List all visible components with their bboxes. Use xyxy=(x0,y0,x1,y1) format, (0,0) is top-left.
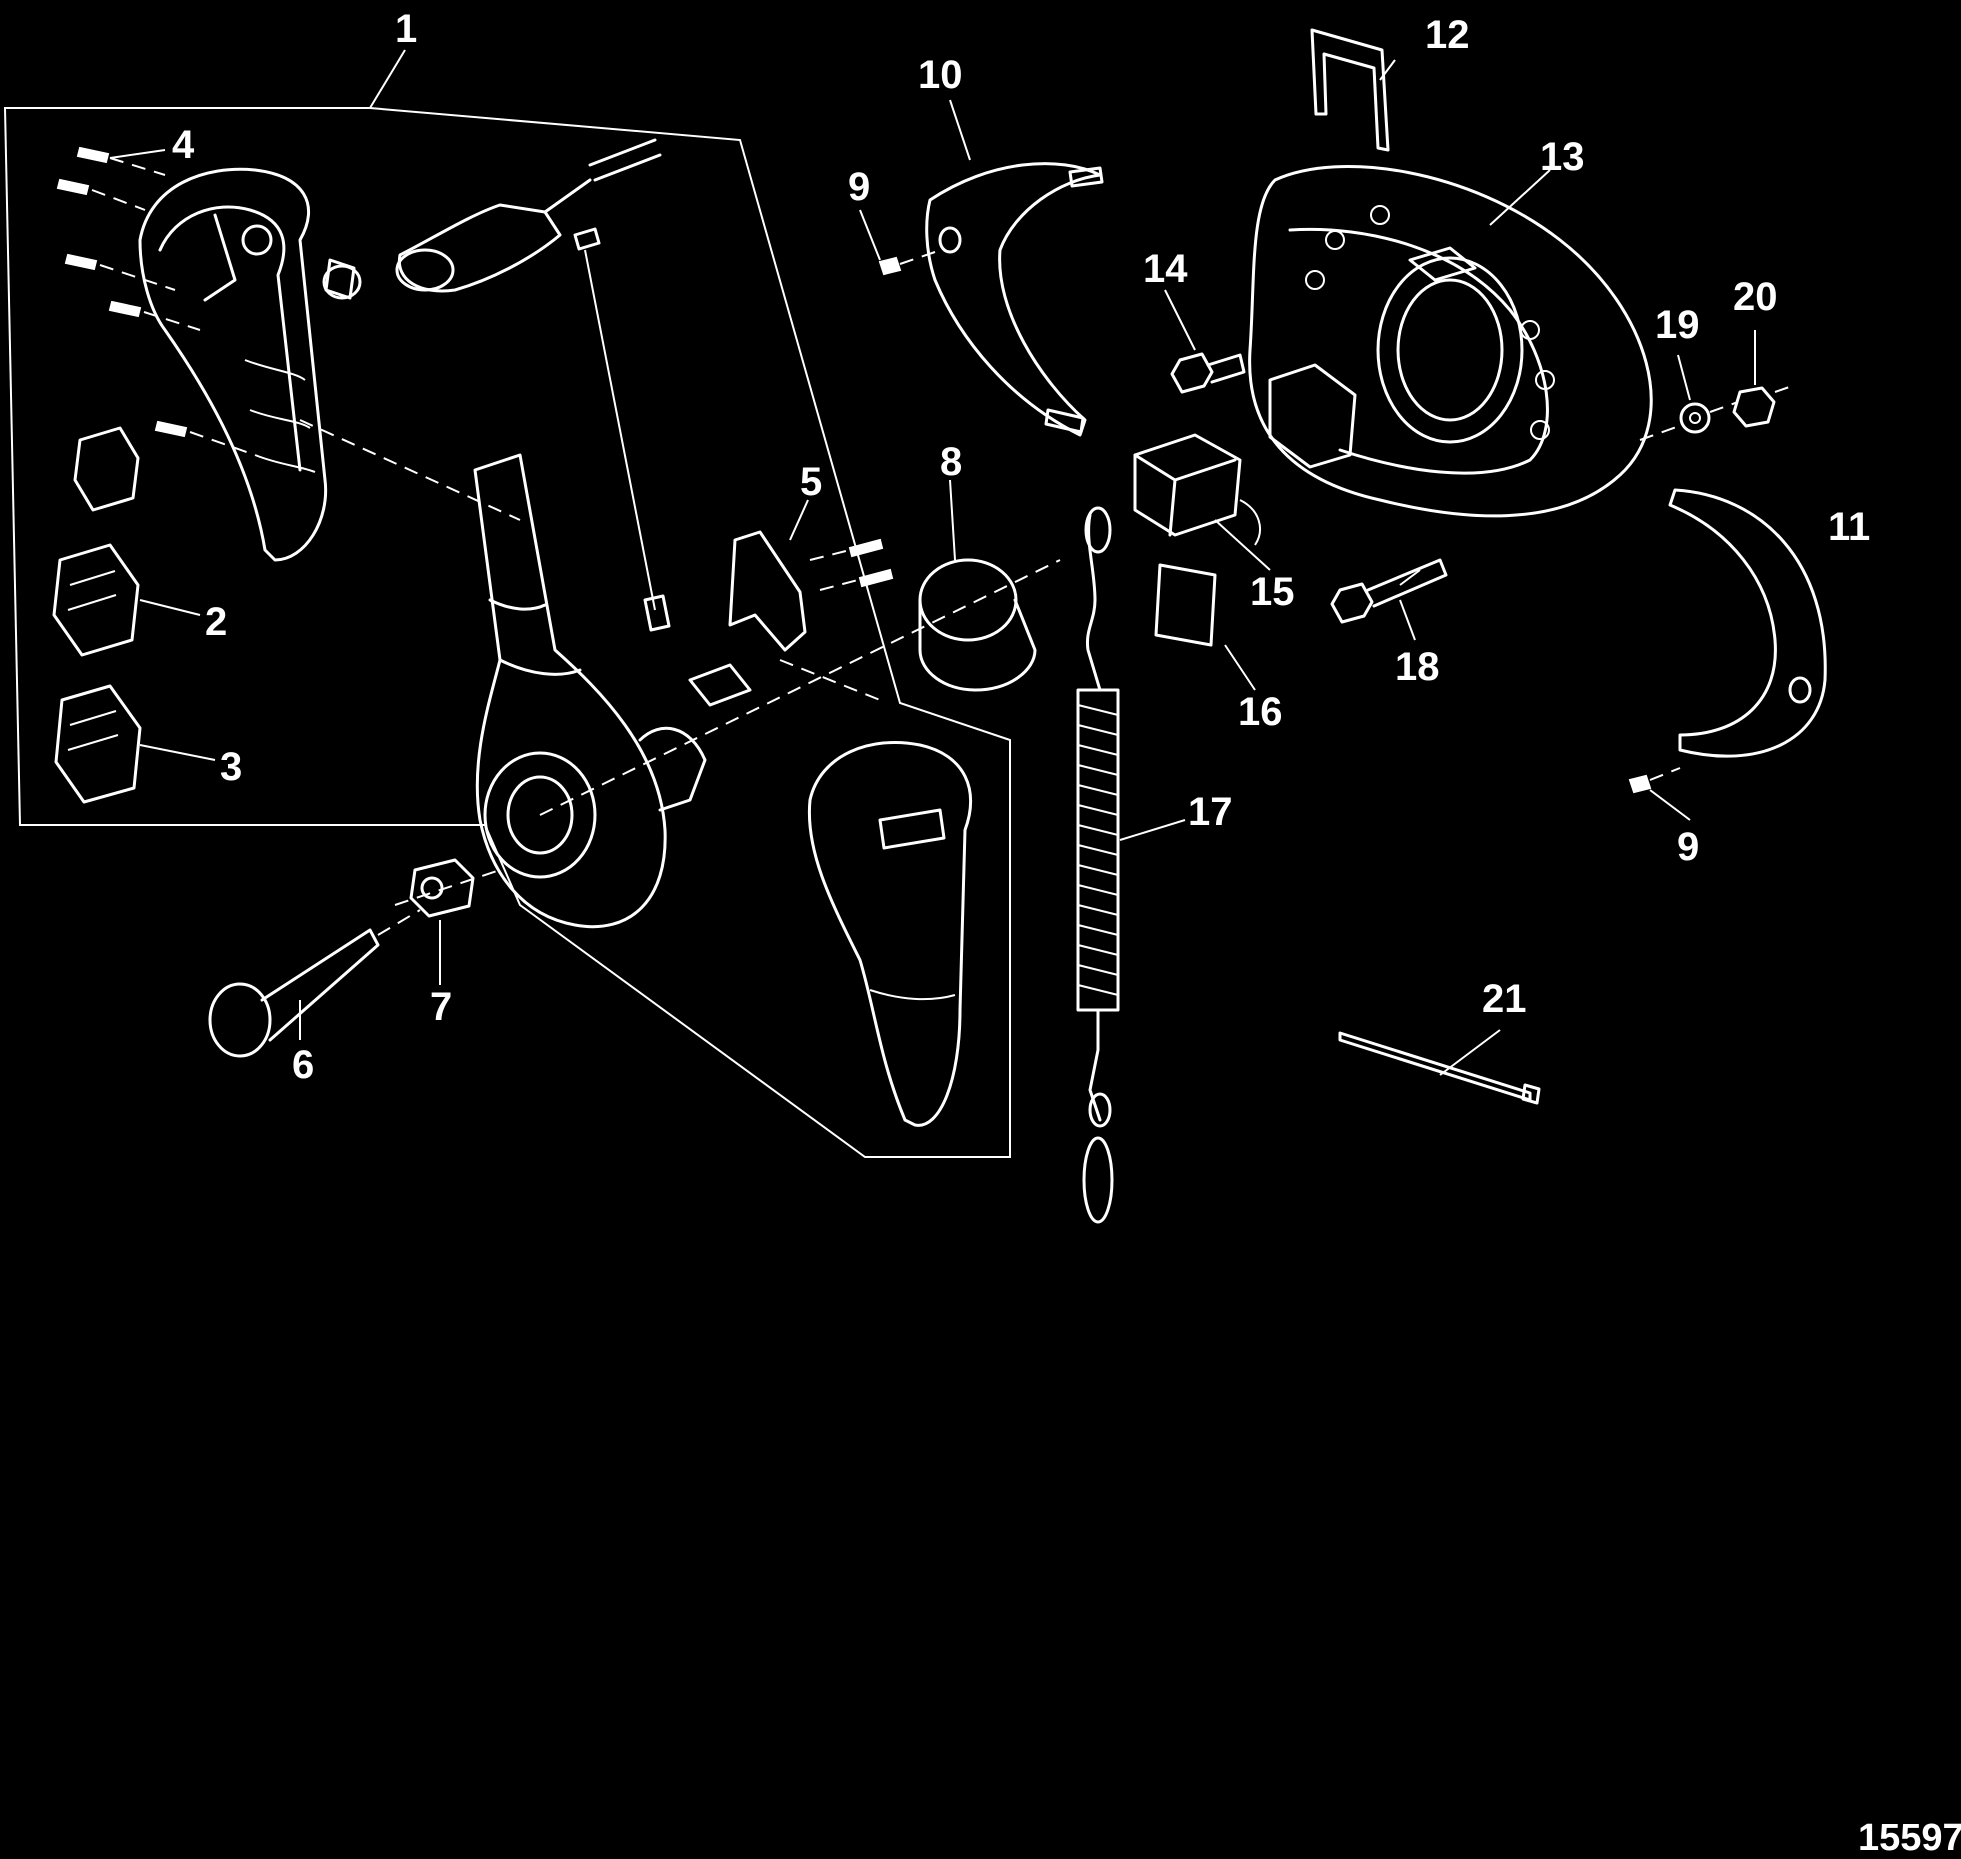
leader-lines xyxy=(109,49,1756,1076)
callout-10: 10 xyxy=(918,53,963,97)
assembly-frame xyxy=(3,107,1011,1158)
screw-item-9 xyxy=(878,256,902,276)
nut-item-20 xyxy=(1732,386,1776,428)
callout-14: 14 xyxy=(1143,247,1188,291)
handle-cover xyxy=(807,740,973,1127)
callout-3: 3 xyxy=(220,745,242,789)
connector-item-2 xyxy=(52,426,140,657)
nut-item-7 xyxy=(409,858,475,918)
cable-tie-item-21 xyxy=(1338,1031,1541,1105)
callout-labels: 1 2 3 4 5 6 7 8 9 10 11 12 13 14 15 16 1… xyxy=(172,7,1870,1087)
cover-item-10 xyxy=(925,162,1104,437)
screw-item-9b xyxy=(1628,774,1652,794)
screws-item-4 xyxy=(56,146,256,456)
connector-item-3 xyxy=(54,684,142,804)
callout-8: 8 xyxy=(940,440,962,484)
callout-4: 4 xyxy=(172,123,195,167)
callout-7: 7 xyxy=(430,985,452,1029)
callout-13: 13 xyxy=(1540,135,1585,179)
handle-half xyxy=(138,167,362,562)
callout-16: 16 xyxy=(1238,690,1283,734)
callout-20: 20 xyxy=(1733,275,1778,319)
bracket-item-5 xyxy=(688,530,894,707)
callout-17: 17 xyxy=(1188,790,1233,834)
callout-9-second: 9 xyxy=(1677,825,1699,869)
callout-19: 19 xyxy=(1655,303,1700,347)
control-arm xyxy=(299,419,1061,929)
callout-18: 18 xyxy=(1395,645,1440,689)
callout-2: 2 xyxy=(205,600,227,644)
callout-6: 6 xyxy=(292,1043,314,1087)
bolt-item-18 xyxy=(1330,558,1448,624)
lanyard-item-17 xyxy=(1076,506,1120,1224)
pad-item-16 xyxy=(1154,563,1217,647)
callout-15: 15 xyxy=(1250,570,1295,614)
gasket-item-12 xyxy=(1310,28,1390,152)
callout-1: 1 xyxy=(395,7,417,51)
callout-12: 12 xyxy=(1425,13,1470,57)
callout-9: 9 xyxy=(848,165,870,209)
ring-item-8 xyxy=(918,558,1037,692)
switch-item-15 xyxy=(1133,433,1261,546)
figure-number: 15597 xyxy=(1858,1817,1961,1859)
base-plate-item-13 xyxy=(1248,165,1653,518)
cover-item-11 xyxy=(1668,488,1827,758)
trim-switch-assembly xyxy=(395,138,671,632)
callout-11: 11 xyxy=(1828,505,1870,549)
callout-5: 5 xyxy=(800,460,822,504)
knob-item-6 xyxy=(208,909,421,1058)
callout-21: 21 xyxy=(1482,977,1527,1021)
washer-item-19 xyxy=(1679,402,1711,434)
bolt-item-14 xyxy=(1170,352,1246,394)
